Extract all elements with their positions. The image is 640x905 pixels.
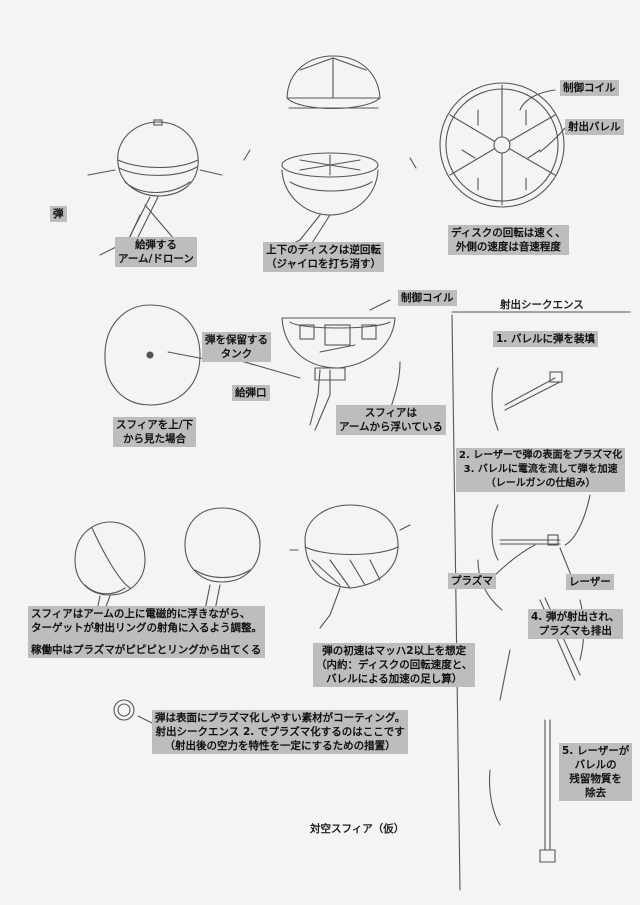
laser-label: レーザー bbox=[566, 574, 614, 590]
top-view-label: スフィアを上/下 から見た場合 bbox=[113, 417, 197, 447]
step5-line-1: 5. レーザーが bbox=[562, 745, 630, 757]
sphere-cross-section bbox=[281, 317, 396, 431]
step4-line-1: 4. 弾が射出され、 bbox=[531, 611, 620, 623]
magnetic-float-line-4: 稼働中はプラズマがピピピとリングから出てくる bbox=[31, 644, 262, 656]
ammo-tank-line-1: 弾を保留する bbox=[205, 334, 268, 346]
control-coil-mid-label: 制御コイル bbox=[398, 290, 457, 306]
disc-speed-line-1: ディスクの回転は速く、 bbox=[451, 227, 566, 239]
sphere-sketch-c bbox=[289, 504, 411, 629]
split-sphere bbox=[243, 55, 417, 253]
floating-label: スフィアは アームから浮いている bbox=[336, 405, 446, 435]
supply-port-label: 給弾口 bbox=[232, 385, 270, 401]
ammo-label: 弾 bbox=[50, 206, 67, 222]
magnetic-float-label: スフィアはアームの上に電磁的に浮きながら、 ターゲットが射出リングの射角に入るよ… bbox=[28, 606, 265, 658]
floating-line-1: スフィアは bbox=[364, 407, 418, 419]
disc-top-view bbox=[439, 82, 565, 208]
disc-speed-line-2: 外側の速度は音速程度 bbox=[455, 241, 561, 253]
step5-label: 5. レーザーが バレルの 残留物質を 除去 bbox=[559, 743, 633, 801]
railgun-note-line: （レールガンの仕組み） bbox=[485, 478, 596, 489]
ammo-coating-label: 弾は表面にプラズマ化しやすい素材がコーティング。 射出シークエンス 2. でプラ… bbox=[152, 710, 409, 754]
ammo-coating-line-1: 弾は表面にプラズマ化しやすい素材がコーティング。 bbox=[155, 712, 406, 724]
disc-speed-label: ディスクの回転は速く、 外側の速度は音速程度 bbox=[448, 225, 569, 255]
step2-line: 2. レーザーで弾の表面をプラズマ化 bbox=[459, 450, 623, 461]
muzzle-velocity-line-3: バレルによる加速の足し算） bbox=[326, 673, 463, 685]
ammo-coating-line-3: （射出後の空力を特性を一定にするための措置） bbox=[164, 740, 396, 752]
magnetic-float-line-2: ターゲットが射出リングの射角に入るよう調整。 bbox=[31, 622, 262, 634]
ammo-coating-line-2: 射出シークエンス 2. でプラズマ化するのはここです bbox=[155, 726, 405, 738]
step5-line-2: バレルの bbox=[574, 759, 617, 771]
step1-label: 1. バレルに弾を装填 bbox=[493, 331, 598, 347]
caption: 対空スフィア（仮） bbox=[310, 823, 405, 835]
magnetic-float-line-3 bbox=[31, 635, 262, 643]
muzzle-velocity-line-2: （内約：ディスクの回転速度と、 bbox=[316, 659, 473, 671]
control-coil-top-label: 制御コイル bbox=[560, 80, 619, 96]
top-view-line-2: から見た場合 bbox=[123, 433, 187, 445]
sphere-top-view-sketch bbox=[104, 304, 201, 406]
barrel-label: 射出バレル bbox=[565, 119, 624, 135]
step5-line-4: 除去 bbox=[585, 787, 607, 799]
sphere-sketch-b bbox=[184, 507, 261, 611]
step4-line-2: プラズマも排出 bbox=[538, 625, 612, 637]
step2-3-label: 2. レーザーで弾の表面をプラズマ化 3. バレルに電流を流して弾を加速 （レー… bbox=[456, 448, 626, 492]
top-view-line-1: スフィアを上/下 bbox=[116, 419, 194, 431]
firing-sequence-title: 射出シークエンス bbox=[500, 299, 584, 311]
ammo-tank-label: 弾を保留する タンク bbox=[202, 332, 271, 362]
sphere-on-arm bbox=[87, 119, 223, 256]
supply-arm-label: 給弾する アーム/ドローン bbox=[115, 237, 197, 267]
step5-line-3: 残留物質を bbox=[569, 773, 622, 785]
supply-arm-line-2: アーム/ドローン bbox=[118, 253, 194, 265]
counter-rotate-line-2: （ジャイロを打ち消す） bbox=[266, 258, 381, 270]
counter-rotate-label: 上下のディスクは逆回転 （ジャイロを打ち消す） bbox=[263, 242, 384, 272]
magnetic-float-line-1: スフィアはアームの上に電磁的に浮きながら、 bbox=[31, 608, 251, 620]
step3-line: 3. バレルに電流を流して弾を加速 bbox=[463, 464, 618, 475]
floating-line-2: アームから浮いている bbox=[339, 421, 443, 433]
muzzle-velocity-label: 弾の初速はマッハ2以上を想定 （内約：ディスクの回転速度と、 バレルによる加速の… bbox=[313, 643, 476, 687]
step4-label: 4. 弾が射出され、 プラズマも排出 bbox=[528, 609, 623, 639]
ammo-tank-line-2: タンク bbox=[220, 348, 253, 360]
plasma-label: プラズマ bbox=[448, 573, 496, 589]
muzzle-velocity-line-1: 弾の初速はマッハ2以上を想定 bbox=[322, 645, 467, 657]
supply-arm-line-1: 給弾する bbox=[134, 239, 177, 251]
counter-rotate-line-1: 上下のディスクは逆回転 bbox=[266, 244, 381, 256]
